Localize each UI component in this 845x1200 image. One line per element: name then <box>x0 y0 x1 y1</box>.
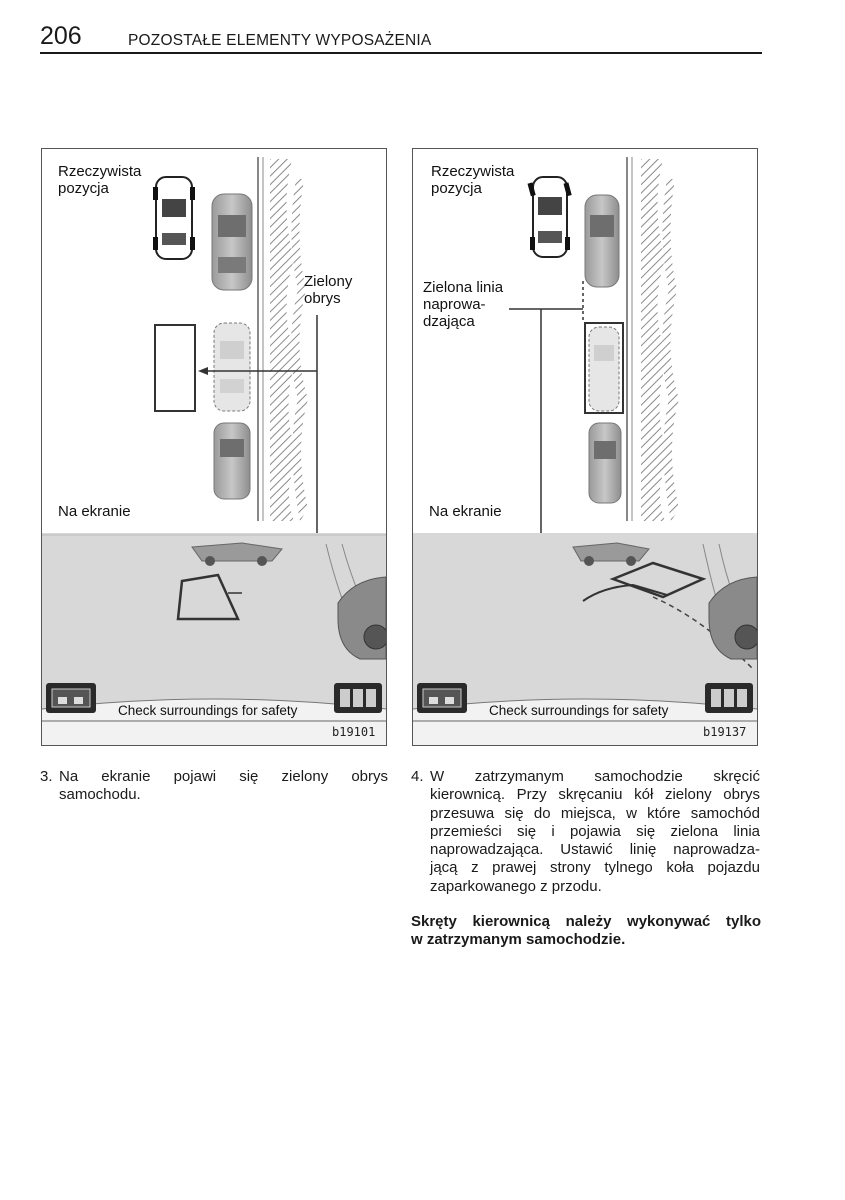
note-line: Skręty kierownicą należy wykonywać tylko <box>411 913 761 931</box>
parked-car-rear <box>589 423 621 503</box>
figure-code: b19137 <box>703 725 746 739</box>
section-title: POZOSTAŁE ELEMENTY WYPOSAŻENIA <box>128 32 431 50</box>
step-line: W zatrzymanym samochodzie skręcić <box>430 768 760 786</box>
label-on-screen: Na ekranie <box>58 503 131 520</box>
step-4: 4. W zatrzymanym samochodzie skręcić kie… <box>411 768 761 898</box>
step-line: naprowadzająca. Ustawić linię naprowadza… <box>430 841 760 859</box>
panel-buttons-icon[interactable] <box>705 683 753 713</box>
step-line: kierownicą. Przy skręcaniu kół zielony o… <box>430 786 760 804</box>
step-line: przemieści się i pojawia się zielona lin… <box>430 823 760 841</box>
note-line: w zatrzymanym samochodzie. <box>411 931 761 949</box>
outline-rectangle <box>155 325 195 411</box>
page-header: 206 POZOSTAŁE ELEMENTY WYPOSAŻENIA <box>40 24 762 54</box>
figure-right: Rzeczywista pozycja Zielona linia naprow… <box>412 148 758 746</box>
actual-position-car <box>153 177 195 259</box>
parking-camera-icon[interactable] <box>417 683 467 713</box>
parked-car-front <box>212 194 252 290</box>
label-actual-position: Rzeczywista pozycja <box>58 163 141 197</box>
green-outline-car <box>589 327 619 411</box>
page-number: 206 <box>40 22 82 51</box>
step-line: samochodu. <box>59 786 388 804</box>
green-outline-car <box>214 323 250 411</box>
panel-buttons-icon[interactable] <box>334 683 382 713</box>
parked-car-rear <box>214 423 250 499</box>
safety-note: Skręty kierownicą należy wykonywać tylko… <box>411 913 761 950</box>
figure-left: Rzeczywista pozycja Zielony obrys Na ekr… <box>41 148 387 746</box>
label-on-screen: Na ekranie <box>429 503 502 520</box>
step-line: zaparkowanego z przodu. <box>430 878 760 896</box>
step-3: 3. Na ekranie pojawi się zielony obrys s… <box>40 768 388 808</box>
actual-position-car <box>528 177 572 257</box>
figure-right-illustration <box>413 149 757 745</box>
status-text: Check surroundings for safety <box>118 703 297 718</box>
step-line: jącą z prawej strony tylnego koła pojazd… <box>430 859 760 877</box>
parking-camera-icon[interactable] <box>46 683 96 713</box>
figure-code: b19101 <box>332 725 375 739</box>
label-green-outline: Zielony obrys <box>304 273 352 307</box>
parked-car-front <box>585 195 619 287</box>
step-number: 4. <box>411 768 424 786</box>
step-line: przesuwa się do miejsca, w które samochó… <box>430 805 760 823</box>
step-line: Na ekranie pojawi się zielony obrys <box>59 768 388 786</box>
label-actual-position: Rzeczywista pozycja <box>431 163 514 197</box>
figure-left-illustration <box>42 149 386 745</box>
step-text: W zatrzymanym samochodzie skręcić kierow… <box>430 768 760 896</box>
label-guide-line: Zielona linia naprowa- dzająca <box>423 279 503 330</box>
step-number: 3. <box>40 768 53 786</box>
status-text: Check surroundings for safety <box>489 703 668 718</box>
step-text: Na ekranie pojawi się zielony obrys samo… <box>59 768 388 805</box>
